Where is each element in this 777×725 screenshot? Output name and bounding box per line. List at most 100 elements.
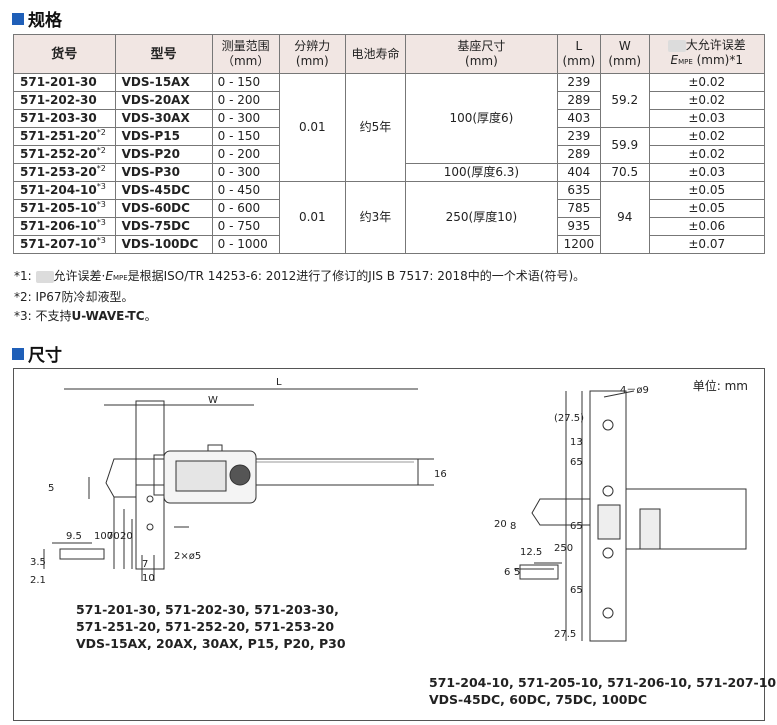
cell-error: ±0.02 — [648, 91, 766, 110]
cell-range: 0 - 450 — [211, 181, 280, 200]
cell-model: VDS-15AX — [114, 73, 213, 92]
dim-label-70: 70 — [107, 531, 120, 542]
dim-label-27-5a: (27.5) — [554, 413, 584, 424]
dim-label-10: 10 — [142, 573, 155, 584]
cell-code: 571-201-30 — [13, 73, 116, 92]
dimension-drawing-panel: 单位: mm — [13, 368, 776, 721]
cell-error: ±0.07 — [648, 235, 766, 254]
cell-error: ±0.05 — [648, 181, 766, 200]
cell-model: VDS-60DC — [114, 199, 213, 218]
spec-section-title: 规格 — [12, 6, 62, 31]
cell-code: 571-253-20*2 — [13, 163, 116, 182]
dim-label-W: W — [208, 395, 218, 406]
cell-L: 404 — [556, 163, 601, 182]
cell-L: 289 — [556, 145, 601, 164]
cell-model: VDS-20AX — [114, 91, 213, 110]
footnote-1: *1: 允许误差·EMPE是根据ISO/TR 14253-6: 2012进行了修… — [14, 269, 586, 283]
cell-L: 785 — [556, 199, 601, 218]
cell-L: 289 — [556, 91, 601, 110]
col-header-battery: 电池寿命 — [344, 34, 407, 74]
cell-bat: 约3年 — [344, 181, 407, 254]
col-header-W: W(mm) — [599, 34, 650, 74]
col-header-code: 货号 — [13, 34, 116, 74]
table-header-row: 货号 型号 测量范围（mm） 分辨力(mm) 电池寿命 基座尺寸(mm) L(m… — [13, 34, 766, 74]
dim-label-27-5b: 27.5 — [554, 629, 576, 640]
cell-W: 70.5 — [599, 163, 650, 182]
right-beam — [625, 488, 747, 550]
cell-range: 0 - 300 — [211, 109, 280, 128]
cell-W: 59.2 — [599, 73, 650, 128]
dim-label-L: L — [276, 377, 282, 388]
cell-range: 0 - 300 — [211, 163, 280, 182]
footnotes: *1: 允许误差·EMPE是根据ISO/TR 14253-6: 2012进行了修… — [14, 267, 585, 326]
dim-label-6: 6 — [504, 567, 510, 578]
cell-model: VDS-30AX — [114, 109, 213, 128]
cell-error: ±0.02 — [648, 145, 766, 164]
cell-range: 0 - 600 — [211, 199, 280, 218]
dim-label-20: 20 — [120, 531, 133, 542]
cell-range: 0 - 1000 — [211, 235, 280, 254]
cell-L: 1200 — [556, 235, 601, 254]
cell-L: 239 — [556, 73, 601, 92]
cell-bat: 约5年 — [344, 73, 407, 182]
cell-range: 0 - 200 — [211, 145, 280, 164]
dim-label-20r: 20 — [494, 519, 507, 530]
dim-label-65a: 65 — [570, 457, 583, 468]
col-header-L: L(mm) — [556, 34, 601, 74]
cell-error: ±0.03 — [648, 163, 766, 182]
cell-model: VDS-P20 — [114, 145, 213, 164]
cell-code: 571-206-10*3 — [13, 217, 116, 236]
dim-label-13: 13 — [570, 437, 583, 448]
cell-L: 403 — [556, 109, 601, 128]
unit-label: 单位: mm — [692, 379, 748, 393]
cell-code: 571-252-20*2 — [13, 145, 116, 164]
dim-label-3-5: 3.5 — [30, 557, 46, 568]
cell-res: 0.01 — [278, 181, 346, 254]
dim-label-5: 5 — [48, 483, 54, 494]
cell-code: 571-203-30 — [13, 109, 116, 128]
spec-table: 货号 型号 测量范围（mm） 分辨力(mm) 电池寿命 基座尺寸(mm) L(m… — [13, 34, 766, 254]
cell-error: ±0.02 — [648, 127, 766, 146]
cell-L: 935 — [556, 217, 601, 236]
cell-W: 94 — [599, 181, 650, 254]
cell-error: ±0.05 — [648, 199, 766, 218]
col-header-range: 测量范围（mm） — [211, 34, 280, 74]
dim-label-65c: 65 — [570, 585, 583, 596]
cell-range: 0 - 150 — [211, 127, 280, 146]
cell-code: 571-204-10*3 — [13, 181, 116, 200]
dim-label-9-5: 9.5 — [66, 531, 82, 542]
cell-code: 571-251-20*2 — [13, 127, 116, 146]
right-model-list: 571-204-10, 571-205-10, 571-206-10, 571-… — [429, 675, 777, 707]
cell-model: VDS-75DC — [114, 217, 213, 236]
blurred-mark-icon — [35, 270, 54, 283]
dim-label-16: 16 — [434, 469, 447, 480]
cell-code: 571-207-10*3 — [13, 235, 116, 254]
dim-label-2-1: 2.1 — [30, 575, 46, 586]
col-header-resolution: 分辨力(mm) — [278, 34, 346, 74]
cell-range: 0 - 150 — [211, 73, 280, 92]
footnote-3: *3: 不支持U-WAVE-TC。 — [14, 309, 157, 323]
section-marker-icon — [12, 347, 24, 360]
cell-res: 0.01 — [278, 73, 346, 182]
col-header-model: 型号 — [114, 34, 213, 74]
dim-label-12-5: 12.5 — [520, 547, 542, 558]
cell-base: 100(厚度6.3) — [405, 163, 558, 182]
lcd-display — [175, 460, 227, 492]
cell-model: VDS-100DC — [114, 235, 213, 254]
caliper-drawings: L W 16 5 100 70 20 9.5 3.5 2.1 7 10 2×ø5… — [30, 377, 747, 642]
dim-label-holes-r: 4－ø9 — [620, 385, 649, 396]
cell-W: 59.9 — [599, 127, 650, 164]
dim-section-title: 尺寸 — [12, 341, 62, 366]
cell-error: ±0.03 — [648, 109, 766, 128]
dim-label-holes: 2×ø5 — [174, 551, 201, 562]
dim-label-100: 100 — [94, 531, 113, 542]
dim-label-250: 250 — [554, 543, 573, 554]
